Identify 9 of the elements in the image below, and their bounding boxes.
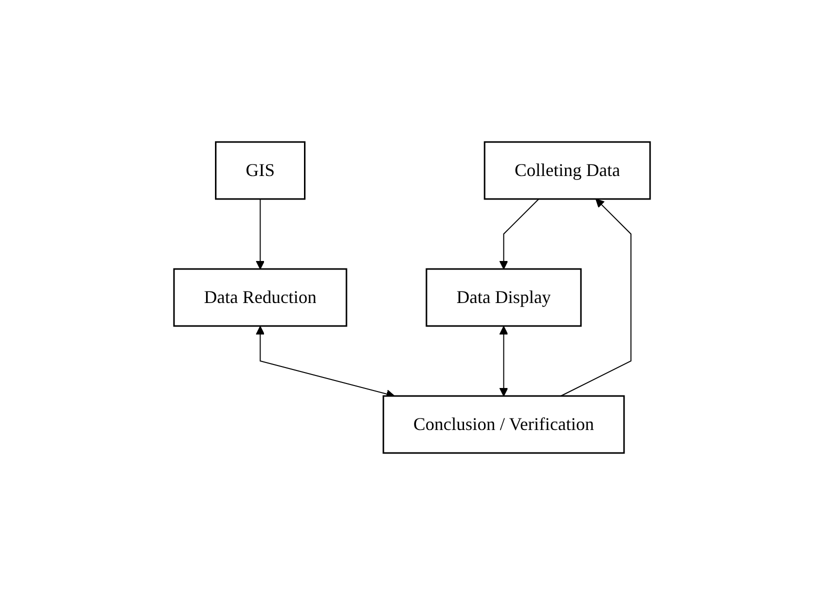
- node-box: Data Display: [426, 268, 582, 327]
- arrow: [500, 198, 540, 270]
- node-box: Conclusion / Verification: [383, 395, 626, 454]
- arrow: [560, 198, 632, 396]
- arrow: [256, 198, 266, 270]
- node-box: Colleting Data: [484, 141, 652, 200]
- arrow: [500, 326, 509, 396]
- node-box: Data Reduction: [174, 268, 348, 327]
- node-box: GIS: [215, 141, 306, 200]
